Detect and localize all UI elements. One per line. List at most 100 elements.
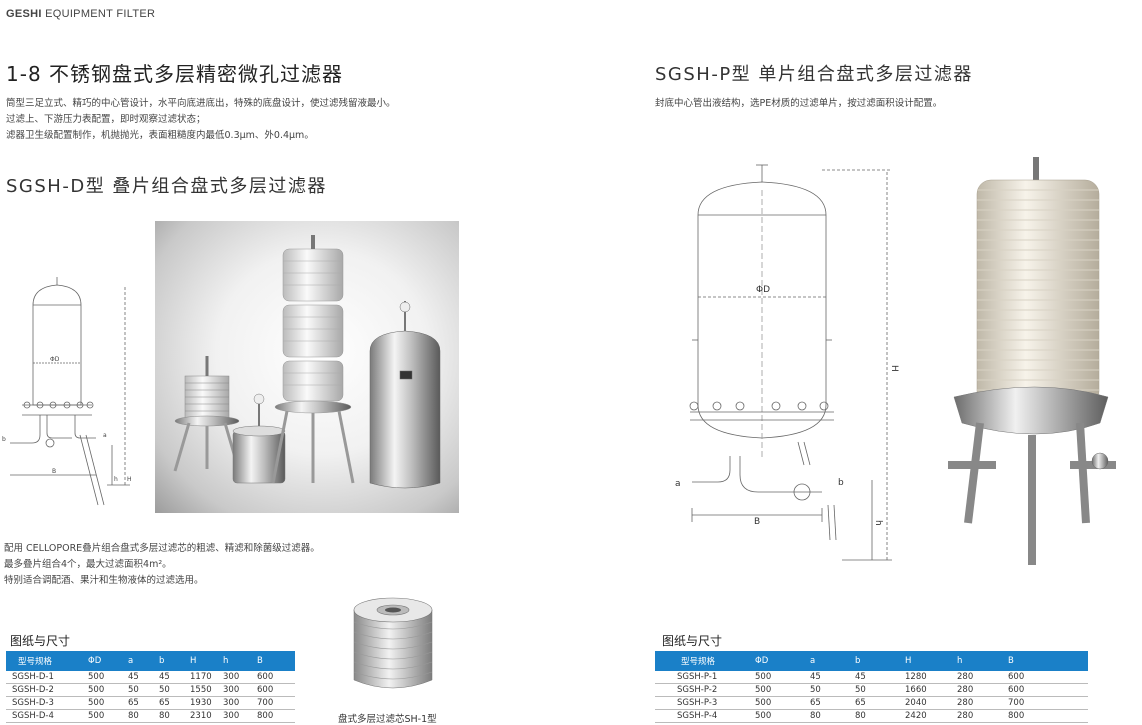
cell: 50: [855, 683, 905, 697]
col-a: a: [128, 651, 159, 671]
cell: 600: [257, 683, 295, 697]
cell: 800: [1008, 709, 1088, 723]
intro-line-3: 滤器卫生级配置制作，机抛抛光，表面粗糙度内最低0.3μm、外0.4μm。: [6, 130, 314, 141]
cell: 65: [810, 696, 855, 710]
left-spec-label: 图纸与尺寸: [10, 634, 71, 648]
cell: SGSH-P-1: [655, 671, 755, 684]
cell: SGSH-D-3: [6, 696, 88, 710]
cell: 80: [855, 709, 905, 723]
cell: 1550: [190, 683, 223, 697]
cell: 600: [1008, 683, 1088, 697]
header-rest: EQUIPMENT FILTER: [41, 8, 156, 20]
col-h-cap: H: [905, 651, 957, 671]
cell: 45: [128, 671, 159, 684]
col-phid: ΦD: [755, 651, 810, 671]
cell: SGSH-D-4: [6, 709, 88, 723]
cell: SGSH-D-1: [6, 671, 88, 684]
cell: 1660: [905, 683, 957, 697]
feature-line-1: 配用 CELLOPORE叠片组合盘式多层过滤芯的粗滤、精滤和除菌级过滤器。: [4, 543, 320, 554]
cell: 50: [810, 683, 855, 697]
p-label-phid: ΦD: [756, 285, 770, 295]
page-header: GESHI EQUIPMENT FILTER: [6, 8, 155, 20]
cell: 500: [755, 671, 810, 684]
left-features: 配用 CELLOPORE叠片组合盘式多层过滤芯的粗滤、精滤和除菌级过滤器。 最多…: [4, 541, 320, 589]
cell: 300: [223, 683, 257, 697]
cell: 50: [159, 683, 190, 697]
d-label-b: B: [52, 468, 56, 475]
d-label-h: H: [127, 476, 132, 483]
cell: 500: [88, 696, 128, 710]
cell: 45: [855, 671, 905, 684]
sgsh-p-drawing: ΦD a b B H h: [675, 164, 899, 561]
cell: SGSH-P-2: [655, 683, 755, 697]
table-header-row: 型号规格 ΦD a b H h B: [6, 651, 295, 671]
cell: 500: [755, 709, 810, 723]
col-b-cap: B: [257, 651, 295, 671]
col-model: 型号规格: [655, 651, 755, 671]
col-model: 型号规格: [6, 651, 88, 671]
col-b: b: [855, 651, 905, 671]
right-spec-label: 图纸与尺寸: [662, 634, 723, 648]
cell: 500: [88, 683, 128, 697]
d-label-a: a: [103, 432, 107, 439]
cell: 45: [810, 671, 855, 684]
cell: SGSH-P-4: [655, 709, 755, 723]
cell: 500: [755, 683, 810, 697]
cell: SGSH-D-2: [6, 683, 88, 697]
cell: 500: [755, 696, 810, 710]
sgsh-d-drawing: ΦD b a B h H: [2, 277, 132, 506]
cell: 65: [159, 696, 190, 710]
sgsh-d-title: SGSH-D型 叠片组合盘式多层过滤器: [6, 176, 327, 197]
cell: 65: [128, 696, 159, 710]
sgsh-p-product-photo: [948, 157, 1116, 565]
feature-line-3: 特别适合调配酒、果汁和生物液体的过滤选用。: [4, 575, 204, 586]
feature-line-2: 最多叠片组合4个，最大过滤面积4m²。: [4, 559, 172, 570]
p-label-b: B: [754, 517, 760, 527]
cell: 700: [257, 696, 295, 710]
p-label-h: H: [889, 365, 899, 372]
cell: 500: [88, 709, 128, 723]
col-h: h: [223, 651, 257, 671]
intro-line-2: 过滤上、下游压力表配置，即时观察过滤状态；: [6, 114, 206, 125]
cell: 2310: [190, 709, 223, 723]
cell: 1930: [190, 696, 223, 710]
cell: 600: [1008, 671, 1088, 684]
cell: 45: [159, 671, 190, 684]
p-label-h-low: h: [873, 520, 883, 526]
cell: 300: [223, 709, 257, 723]
col-b: b: [159, 651, 190, 671]
right-intro: 封底中心管出液结构，选PE材质的过滤单片，按过滤面积设计配置。: [655, 98, 943, 109]
cell: 1170: [190, 671, 223, 684]
cartridge-caption: 盘式多层过滤芯SH-1型: [338, 714, 437, 725]
left-main-title: 1-8 不锈钢盘式多层精密微孔过滤器: [6, 62, 344, 86]
cell: 280: [957, 709, 1008, 723]
cell: 65: [855, 696, 905, 710]
cell: 280: [957, 671, 1008, 684]
cell: 800: [257, 709, 295, 723]
col-h-cap: H: [190, 651, 223, 671]
cell: 2040: [905, 696, 957, 710]
brand-name: GESHI: [6, 8, 42, 20]
cartridge-photo: [353, 597, 433, 689]
col-h: h: [957, 651, 1008, 671]
cell: 300: [223, 696, 257, 710]
cell: 80: [810, 709, 855, 723]
cell: 50: [128, 683, 159, 697]
col-phid: ΦD: [88, 651, 128, 671]
left-intro: 筒型三足立式、精巧的中心管设计，水平向底进底出，特殊的底盘设计，使过滤残留液最小…: [6, 96, 396, 144]
p-label-b-low: b: [838, 478, 844, 488]
d-label-phid: ΦD: [50, 356, 60, 363]
cell: 600: [257, 671, 295, 684]
cell: 700: [1008, 696, 1088, 710]
cell: 300: [223, 671, 257, 684]
cell: SGSH-P-3: [655, 696, 755, 710]
cell: 2420: [905, 709, 957, 723]
